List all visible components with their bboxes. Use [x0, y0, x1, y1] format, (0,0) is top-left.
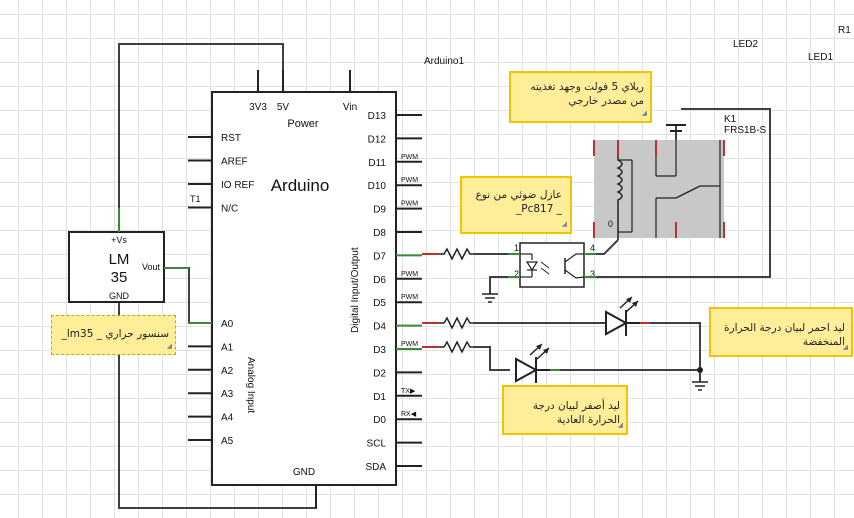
lm35-gnd-label: GND [109, 291, 130, 301]
wire-opto3-loop [584, 108, 771, 278]
pin-label-digital-15: SDA [365, 462, 386, 473]
pin-label-digital-14: SCL [367, 439, 387, 450]
pwm-label: PWM [401, 201, 418, 208]
resize-grip-icon[interactable]: ◢ [617, 421, 623, 429]
relay-note[interactable]: ريلاي 5 فولت وجهد تغذيته من مصدر خارجي ◢ [509, 71, 652, 123]
pin-label-digital-3: D10 [368, 181, 387, 192]
opto-pin-4: 4 [590, 243, 595, 253]
red-led-note-text: ليد احمر لبيان درجة الحرارة المنخفضة [724, 322, 845, 348]
pin-label-left-2: IO REF [221, 180, 254, 191]
pin-label-left-1: AREF [221, 157, 248, 168]
ground-symbol-leds [692, 381, 708, 391]
sensor-note[interactable]: سنسور حراري _ lm35_ ◢ [51, 315, 176, 355]
lm35-sensor: +Vs LM 35 Vout GND [68, 208, 189, 303]
lm35-vs-label: +Vs [111, 235, 127, 245]
junction-leds [697, 367, 703, 373]
pin-label-digital-13: D0 [373, 415, 386, 426]
red-led [605, 296, 650, 336]
pin-label-digital-4: D9 [373, 205, 386, 216]
optocoupler-pc817: 1 2 4 3 [508, 242, 596, 288]
arduino-title: Arduino [271, 176, 330, 195]
lm35-vout-label: Vout [142, 262, 161, 272]
arduino-board: Arduino Power 3V3 5V Vin GND Analog Inpu… [188, 70, 422, 508]
pwm-label: PWM [401, 341, 418, 348]
pin-label-digital-1: D12 [368, 134, 387, 145]
opto-pin-1: 1 [514, 243, 519, 253]
tx-label: TX▶ [401, 388, 416, 395]
resize-grip-icon[interactable]: ◢ [561, 220, 567, 228]
red-led-note[interactable]: ليد احمر لبيان درجة الحرارة المنخفضة ◢ [709, 307, 853, 357]
pin-vin-label: Vin [343, 102, 357, 113]
pin-label-left-0: RST [221, 133, 241, 144]
wire-5v-to-lm35 [118, 43, 284, 232]
opto-pin-3: 3 [590, 269, 595, 279]
resistor-d3 [422, 340, 474, 354]
t1-label: T1 [190, 194, 201, 204]
relay-note-text: ريلاي 5 فولت وجهد تغذيته من مصدر خارجي [530, 81, 644, 107]
resize-grip-icon[interactable]: ◢ [641, 109, 647, 117]
resistor-d7 [422, 247, 474, 261]
relay-k1: K1 FRS1B-S 0 [593, 114, 767, 240]
pwm-label: PWM [401, 154, 418, 161]
r1-label: R1 [838, 25, 851, 36]
resize-grip-icon[interactable]: ◢ [166, 342, 172, 350]
pin-label-digital-5: D8 [373, 228, 386, 239]
yellow-led [515, 343, 560, 383]
pin-label-left-3: N/C [221, 204, 238, 215]
pwm-label: PWM [401, 271, 418, 278]
pwm-label: PWM [401, 294, 418, 301]
wire-r-to-yellow [474, 346, 510, 371]
gnd-label: GND [293, 467, 315, 478]
wire-red-to-gnd [650, 322, 701, 382]
power-label: Power [287, 118, 319, 130]
relay-part-label: FRS1B-S [724, 125, 767, 136]
pin-label-digital-10: D3 [373, 345, 386, 356]
pin-label-digital-12: D1 [373, 392, 386, 403]
pin-label-digital-9: D4 [373, 322, 386, 333]
pin-label-analog-5: A5 [221, 436, 234, 447]
left-pin-group: RST AREF IO REF N/C [188, 133, 254, 215]
pin-label-analog-2: A2 [221, 366, 234, 377]
opto-pin-2: 2 [514, 269, 519, 279]
yellow-led-note[interactable]: ليد أصفر لبيان درجة الحرارة العادية ◢ [502, 385, 628, 435]
rx-label: RX◀ [401, 411, 417, 418]
resistor-d4 [422, 316, 474, 330]
lm35-name-1: LM [109, 251, 130, 268]
led1-label: LED1 [808, 52, 833, 63]
resize-grip-icon[interactable]: ◢ [842, 343, 848, 351]
pin-label-analog-0: A0 [221, 319, 234, 330]
pin-label-digital-0: D13 [368, 111, 387, 122]
analog-input-label: Analog Input [245, 357, 256, 413]
yellow-led-note-text: ليد أصفر لبيان درجة الحرارة العادية [532, 400, 620, 426]
pin-label-analog-3: A3 [221, 389, 234, 400]
relay-pin-o: 0 [608, 219, 613, 229]
isolator-note-text: عازل ضوئي من نوع _ Pc817_ [475, 189, 562, 215]
pin-label-analog-1: A1 [221, 342, 234, 353]
ground-symbol-opto [482, 293, 498, 303]
wire-opto2-gnd [489, 276, 520, 294]
relay-k1-label: K1 [724, 114, 737, 125]
lm35-name-2: 35 [111, 269, 128, 286]
pin-3v3-label: 3V3 [249, 102, 267, 113]
digital-pin-group: D13D12D11PWMD10PWMD9PWMD8D7D6PWMD5PWMD4D… [365, 111, 422, 473]
led2-label: LED2 [733, 39, 758, 50]
pin-label-digital-6: D7 [373, 251, 386, 262]
isolator-note[interactable]: عازل ضوئي من نوع _ Pc817_ ◢ [460, 176, 572, 234]
digital-io-label: Digital Input/Output [350, 247, 361, 333]
pin-label-digital-8: D5 [373, 298, 386, 309]
pwm-label: PWM [401, 177, 418, 184]
pin-label-digital-2: D11 [368, 158, 386, 169]
sensor-note-text: سنسور حراري _ lm35_ [61, 328, 169, 340]
pin-label-digital-7: D6 [373, 275, 386, 286]
pin-5v-label: 5V [277, 102, 290, 113]
pin-label-digital-11: D2 [373, 368, 386, 379]
pin-label-analog-4: A4 [221, 413, 234, 424]
arduino1-label: Arduino1 [424, 56, 464, 67]
